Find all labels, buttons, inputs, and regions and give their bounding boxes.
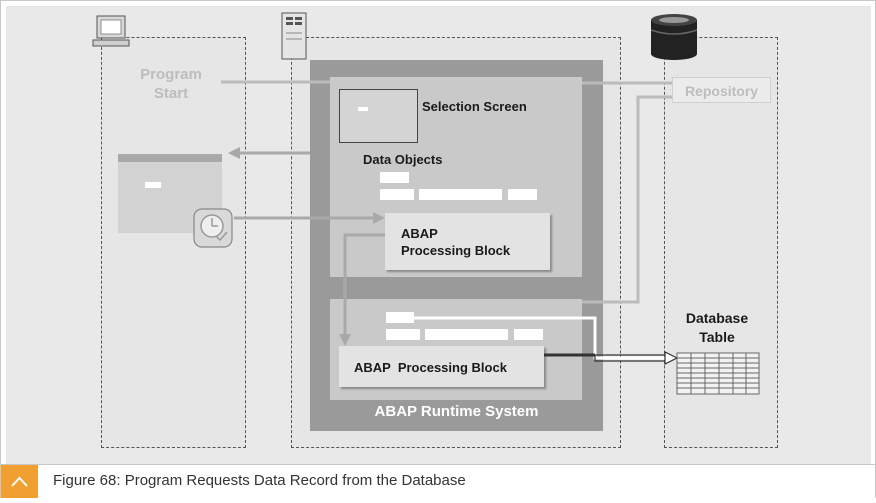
data-object-field xyxy=(386,329,420,340)
data-object-field xyxy=(386,312,414,323)
diagram-area: ABAP Runtime System Selection Screen Dat… xyxy=(6,6,871,464)
request-arrow xyxy=(594,355,669,362)
screen-field xyxy=(145,182,161,188)
record-connector xyxy=(414,316,669,360)
database-icon xyxy=(650,14,698,60)
database-table-grid xyxy=(676,352,760,395)
data-object-field xyxy=(508,189,537,200)
program-start-label: Program Start xyxy=(140,66,202,102)
data-object-field xyxy=(425,329,508,340)
chevron-up-icon xyxy=(11,476,28,487)
figure-caption: Figure 68: Program Requests Data Record … xyxy=(1,464,875,498)
caption-text: Figure 68: Program Requests Data Record … xyxy=(53,472,466,489)
server-icon xyxy=(281,12,307,60)
selection-screen-window xyxy=(339,89,418,143)
processing-block-1-label: ABAP Processing Block xyxy=(401,226,511,258)
screen-arrowhead xyxy=(228,147,240,159)
screen-window xyxy=(118,154,222,233)
processing-block-2 xyxy=(339,346,544,387)
processing-block-2-label: ABAP Processing Block xyxy=(354,360,507,375)
connector-layer xyxy=(92,12,760,395)
data-object-field xyxy=(380,189,414,200)
data-object-field xyxy=(380,172,409,183)
repository-lower-connector xyxy=(582,95,672,304)
caption-toggle[interactable] xyxy=(1,465,38,498)
block-arrowhead xyxy=(339,334,351,346)
clock-icon xyxy=(193,208,233,248)
database-table-label: Database Table xyxy=(685,310,749,345)
block-connector xyxy=(343,233,385,336)
computer-icon xyxy=(92,15,130,47)
runtime-system-label: ABAP Runtime System xyxy=(374,403,539,420)
processing-block-1 xyxy=(385,213,550,270)
repository-label: Repository xyxy=(684,83,759,99)
data-object-field xyxy=(514,329,543,340)
request-arrowhead xyxy=(664,351,679,365)
data-objects-label: Data Objects xyxy=(363,152,443,167)
selection-screen-field xyxy=(358,107,368,111)
event-arrowhead xyxy=(373,212,385,224)
repository-box xyxy=(672,77,771,103)
selection-screen-label: Selection Screen xyxy=(422,99,527,114)
data-object-field xyxy=(419,189,502,200)
